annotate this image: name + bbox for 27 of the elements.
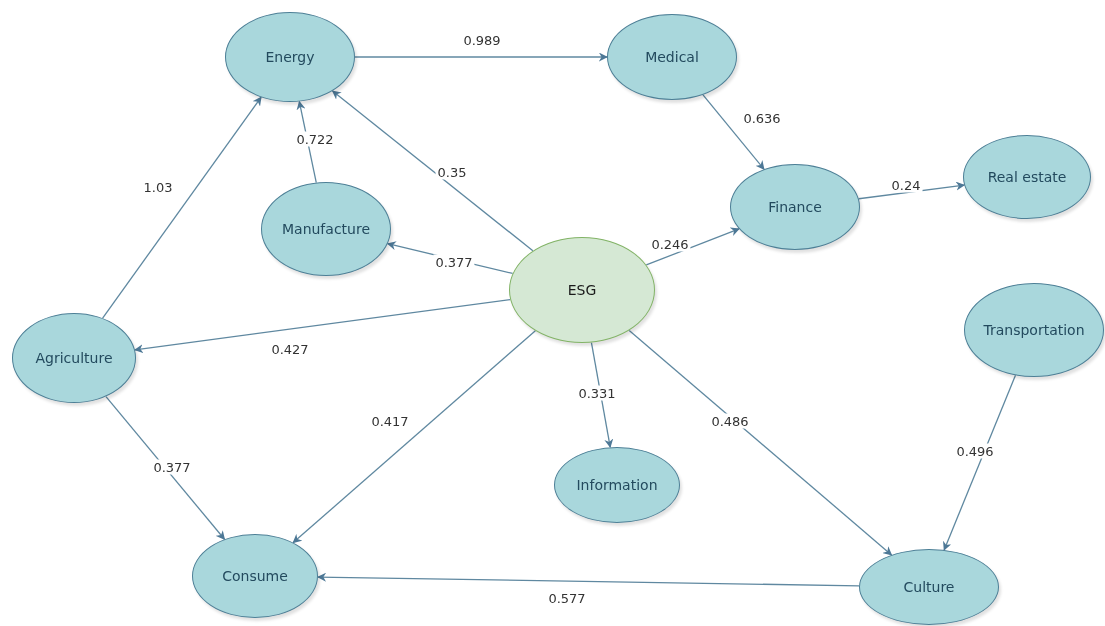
node-label: Culture [903, 579, 955, 595]
arrow [331, 90, 534, 252]
arrow [102, 96, 262, 319]
edge-label: 0.331 [576, 385, 618, 401]
arrow [134, 298, 511, 354]
edge-label: 0.496 [954, 443, 996, 459]
arrow [702, 94, 765, 170]
arrow [105, 395, 226, 540]
node-label: Manufacture [281, 221, 370, 237]
node-label: Energy [265, 49, 315, 65]
arrow [645, 227, 740, 266]
node-label: Transportation [983, 322, 1085, 338]
arrow [292, 330, 536, 544]
node-label: Real estate [987, 169, 1067, 185]
arrow [354, 52, 608, 62]
arrow [628, 329, 893, 556]
edge-label: 0.377 [433, 254, 475, 270]
arrow [317, 572, 860, 587]
edge-label: 0.377 [151, 459, 193, 475]
node-label: Information [576, 477, 658, 493]
node-label: Medical [645, 49, 699, 65]
edge-label: 0.486 [709, 413, 751, 429]
node-label: Finance [768, 199, 822, 215]
node-label: ESG [567, 282, 597, 298]
edge-label: 0.722 [294, 131, 336, 147]
node-label: Agriculture [35, 350, 113, 366]
node-label: Consume [222, 568, 288, 584]
